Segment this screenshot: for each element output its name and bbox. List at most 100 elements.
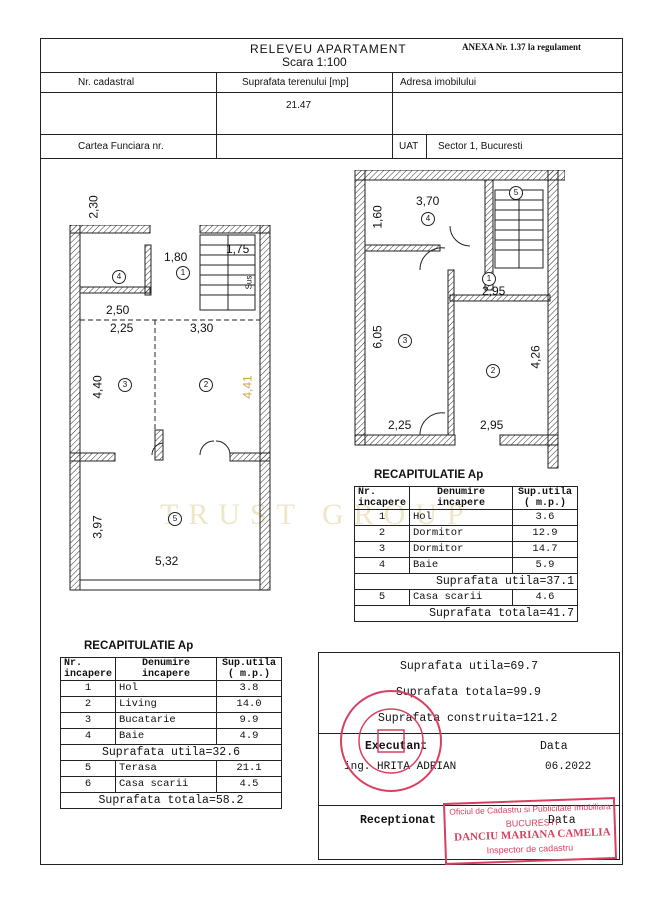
annex-label: ANEXA Nr. 1.37 la regulament (462, 42, 581, 52)
wall (547, 170, 559, 469)
col-header-nr: Nr. incapere (60, 657, 116, 681)
floor-plan-left (69, 225, 271, 591)
dim-label: 6,05 (370, 325, 385, 349)
engineer-name: ing. HRITA ADRIAN (344, 761, 457, 773)
receptionat-label: Receptionat (360, 814, 436, 827)
cell-name: Hol (409, 509, 513, 526)
cell-area: 5.9 (512, 557, 578, 574)
date-label: Data (540, 740, 568, 753)
dim-label: 2,50 (106, 303, 130, 317)
recap-upper-table: Nr. incapere Denumire incapere Sup.utila… (354, 486, 578, 622)
room-number: 3 (118, 378, 132, 392)
table-row: 6 Casa scarii 4.5 (60, 776, 282, 793)
total-cell: Suprafata totala=58.2 (60, 792, 282, 809)
wall (364, 244, 441, 252)
land-area-label: Suprafata terenului [mp] (242, 77, 349, 88)
room-number: 4 (421, 212, 435, 226)
dim-label: 1,75 (226, 242, 250, 256)
stair-direction-label: Sus (244, 275, 254, 290)
wall (354, 434, 456, 446)
cell-area: 14.7 (512, 541, 578, 558)
room-number: 5 (509, 186, 523, 200)
stamp-office: Oficiul de Cadastru si Publicitate Imobi… (449, 801, 611, 817)
uat-value: Sector 1, Bucuresti (438, 141, 523, 152)
execution-date: 06.2022 (545, 761, 592, 773)
table-row: 2 Living 14.0 (60, 696, 282, 713)
subtotal-cell: Suprafata utila=32.6 (60, 744, 282, 761)
cell-area: 4.9 (216, 728, 282, 745)
header-divider (40, 72, 623, 73)
cell-area: 4.5 (216, 776, 282, 793)
col-header-name: Denumire incapere (409, 486, 513, 510)
recap-upper-title: RECAPITULATIE Ap (374, 469, 484, 481)
recap-lower-table: Nr. incapere Denumire incapere Sup.utila… (60, 657, 282, 809)
land-area-value: 21.47 (286, 100, 312, 111)
executant-label: Executant (365, 740, 428, 753)
dim-label: 4,41 (240, 375, 255, 399)
table-row: 4 Baie 5.9 (354, 557, 578, 574)
room-number: 2 (486, 364, 500, 378)
total-cell: Suprafata totala=41.7 (354, 605, 578, 622)
cell-name: Bucatarie (115, 712, 217, 729)
dim-label: 2,25 (388, 418, 412, 432)
dim-label: 1,80 (164, 250, 188, 264)
stamp-city: BUCURESTI (505, 817, 558, 829)
col-header-area: Sup.utila ( m.p.) (216, 657, 282, 681)
cell-name: Hol (115, 680, 217, 697)
cell-name: Dormitor (409, 541, 513, 558)
wall (69, 452, 116, 462)
wall (154, 429, 164, 461)
cell-nr: 1 (60, 680, 116, 697)
table-row: 4 Baie 4.9 (60, 728, 282, 745)
dim-label: 3,70 (416, 194, 440, 208)
cell-nr: 3 (354, 541, 410, 558)
dim-label: 1,60 (370, 205, 385, 229)
wall (229, 452, 271, 462)
table-row: 2 Dormitor 12.9 (354, 525, 578, 542)
cell-nr: 2 (60, 696, 116, 713)
wall (447, 269, 455, 436)
land-register-label: Cartea Funciara nr. (78, 141, 164, 152)
summary-built: Suprafata construita=121.2 (378, 712, 558, 725)
cell-name: Baie (115, 728, 217, 745)
cell-name: Living (115, 696, 217, 713)
room-number: 1 (482, 272, 496, 286)
recap-lower-title: RECAPITULATIE Ap (84, 640, 194, 652)
wall (499, 434, 559, 446)
cell-area: 4.6 (512, 589, 578, 606)
header-col (216, 72, 217, 158)
cell-nr: 5 (354, 589, 410, 606)
wall (69, 225, 151, 234)
table-row: 5 Casa scarii 4.6 (354, 589, 578, 606)
wall (354, 170, 366, 446)
cell-name: Terasa (115, 760, 217, 777)
table-row: 3 Bucatarie 9.9 (60, 712, 282, 729)
cell-area: 21.1 (216, 760, 282, 777)
address-label: Adresa imobilului (400, 77, 477, 88)
cell-area: 3.8 (216, 680, 282, 697)
room-number: 4 (112, 270, 126, 284)
cell-name: Baie (409, 557, 513, 574)
header-divider (40, 158, 623, 159)
table-row: 3 Dormitor 14.7 (354, 541, 578, 558)
table-row: 5 Terasa 21.1 (60, 760, 282, 777)
col-header-nr: Nr. incapere (354, 486, 410, 510)
cell-nr: 5 (60, 760, 116, 777)
summary-total: Suprafata totala=99.9 (396, 686, 541, 699)
wall (199, 225, 271, 234)
header-col (392, 134, 393, 158)
stamp-role: Inspector de cadastru (486, 842, 574, 856)
cadastral-label: Nr. cadastral (78, 77, 135, 88)
page-title: RELEVEU APARTAMENT (250, 42, 407, 56)
room-number: 3 (398, 334, 412, 348)
dim-label: 5,32 (155, 554, 179, 568)
subtotal-row: Suprafata utila=37.1 (354, 573, 578, 590)
cell-name: Casa scarii (409, 589, 513, 606)
col-header-name: Denumire incapere (115, 657, 217, 681)
cell-nr: 4 (354, 557, 410, 574)
dim-label: 2,25 (110, 321, 134, 335)
header-divider (40, 92, 623, 93)
cell-area: 14.0 (216, 696, 282, 713)
header-divider (40, 134, 623, 135)
cell-name: Dormitor (409, 525, 513, 542)
